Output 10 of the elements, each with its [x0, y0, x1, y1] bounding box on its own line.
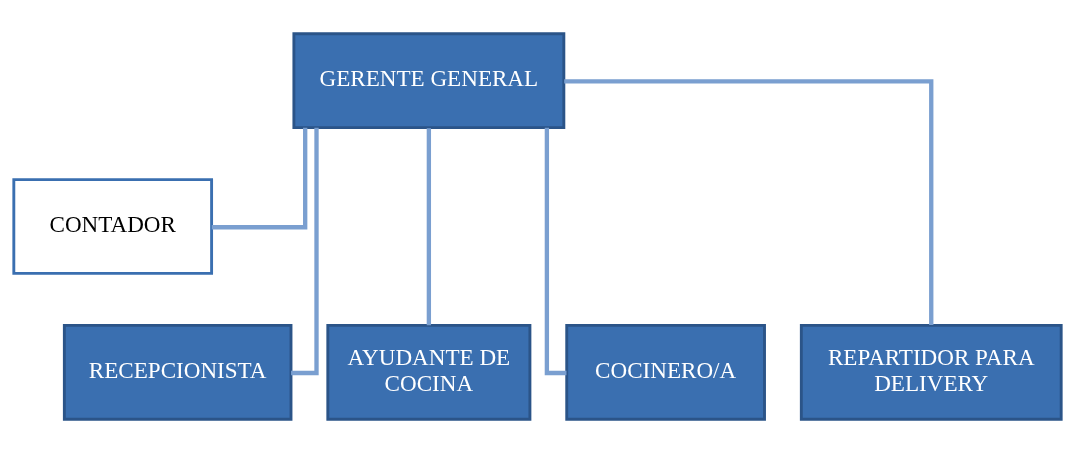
node-box: REPARTIDOR PARA DELIVERY — [799, 323, 1063, 421]
node-box: GERENTE GENERAL — [292, 32, 566, 130]
node-box: COCINERO/A — [565, 323, 766, 421]
node-box: AYUDANTE DE COCINA — [326, 323, 532, 421]
connector — [564, 79, 934, 325]
node-box: CONTADOR — [12, 178, 214, 275]
connector — [426, 128, 432, 326]
node-box: RECEPCIONISTA — [62, 323, 293, 421]
connector — [291, 127, 319, 376]
connector — [211, 127, 308, 230]
